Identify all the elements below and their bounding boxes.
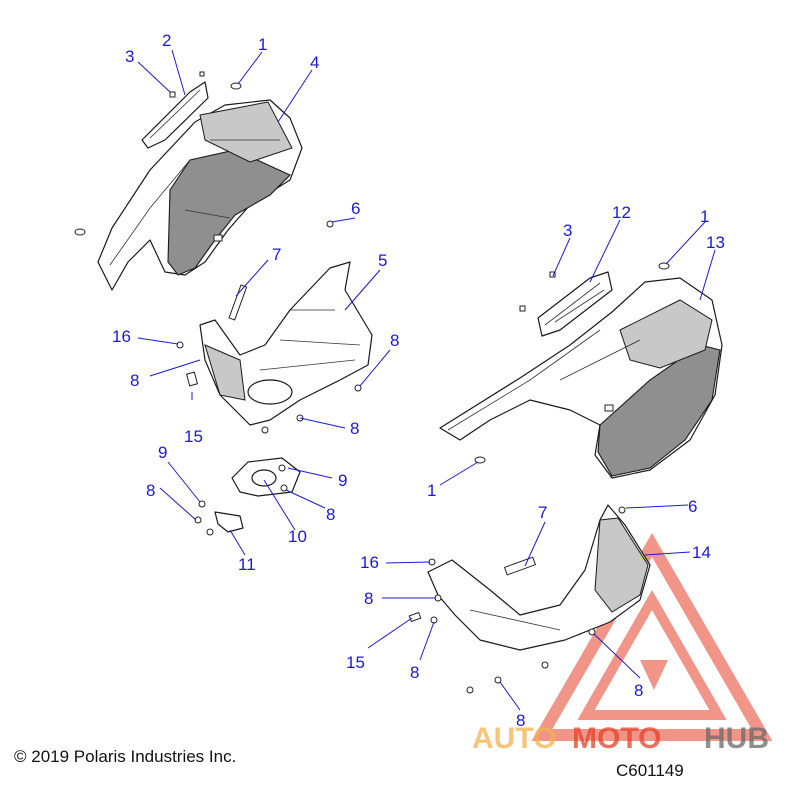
callout-8-right-a: 8 bbox=[364, 589, 373, 608]
part-2-grille-left bbox=[141, 71, 209, 149]
callout-13: 13 bbox=[706, 233, 725, 252]
callout-6-left: 6 bbox=[351, 199, 360, 218]
callout-2-left: 2 bbox=[162, 31, 171, 50]
callout-14: 14 bbox=[692, 543, 711, 562]
callout-1-left-top: 1 bbox=[258, 35, 267, 54]
callout-8-left-c: 8 bbox=[350, 419, 359, 438]
callout-11: 11 bbox=[238, 555, 256, 574]
callout-12: 12 bbox=[612, 203, 631, 222]
callout-8-left-e: 8 bbox=[326, 505, 335, 524]
callout-8-left-a: 8 bbox=[130, 371, 139, 390]
watermark-text: AUTO MOTO HUB bbox=[472, 722, 769, 755]
leader-lines bbox=[137, 49, 716, 711]
callout-9-left-a: 9 bbox=[158, 443, 167, 462]
callout-1-right-top: 1 bbox=[700, 207, 709, 226]
part-12-grille-right bbox=[519, 271, 613, 337]
callout-8-right-d: 8 bbox=[516, 711, 525, 730]
callout-6-right: 6 bbox=[688, 497, 697, 516]
part-1-fastener-top bbox=[230, 82, 242, 90]
part-1-fastener-right-top bbox=[658, 262, 670, 270]
part-11-bracket bbox=[194, 500, 244, 536]
callout-8-right-b: 8 bbox=[410, 663, 419, 682]
callout-9-left-b: 9 bbox=[338, 471, 347, 490]
callout-8-left-d: 8 bbox=[146, 481, 155, 500]
diagram-id: C601149 bbox=[616, 761, 684, 780]
part-1-fastener-side bbox=[74, 228, 86, 236]
callout-8-right-c: 8 bbox=[634, 681, 643, 700]
callout-5: 5 bbox=[378, 251, 387, 270]
part-13-right-side-panel bbox=[439, 277, 723, 479]
callout-3-right: 3 bbox=[563, 221, 572, 240]
part-4-left-side-panel bbox=[97, 99, 303, 291]
part-1-fastener-right-bottom bbox=[474, 456, 486, 464]
watermark-moto: MOTO bbox=[572, 722, 661, 755]
callout-8-left-b: 8 bbox=[390, 331, 399, 350]
callout-labels: 3 2 1 4 6 7 5 16 8 8 8 15 9 8 9 8 10 11 … bbox=[112, 31, 725, 730]
watermark-hub: HUB bbox=[704, 722, 769, 755]
callout-16-left: 16 bbox=[112, 327, 131, 346]
callout-7-left: 7 bbox=[272, 245, 281, 264]
copyright-text: © 2019 Polaris Industries Inc. bbox=[14, 747, 236, 766]
watermark-logo bbox=[531, 533, 773, 741]
callout-1-right-bottom: 1 bbox=[427, 481, 436, 500]
part-10-mount-plate bbox=[231, 457, 301, 497]
watermark-auto: AUTO bbox=[472, 722, 556, 755]
callout-15-left: 15 bbox=[184, 427, 203, 446]
callout-7-right: 7 bbox=[538, 503, 547, 522]
callout-16-right: 16 bbox=[360, 553, 379, 572]
callout-4: 4 bbox=[310, 53, 319, 72]
callout-10: 10 bbox=[288, 527, 307, 546]
callout-15-right: 15 bbox=[346, 653, 365, 672]
callout-3-left: 3 bbox=[125, 47, 134, 66]
part-14-right-floor-panel bbox=[408, 504, 651, 694]
part-5-left-floor-panel bbox=[176, 220, 373, 434]
